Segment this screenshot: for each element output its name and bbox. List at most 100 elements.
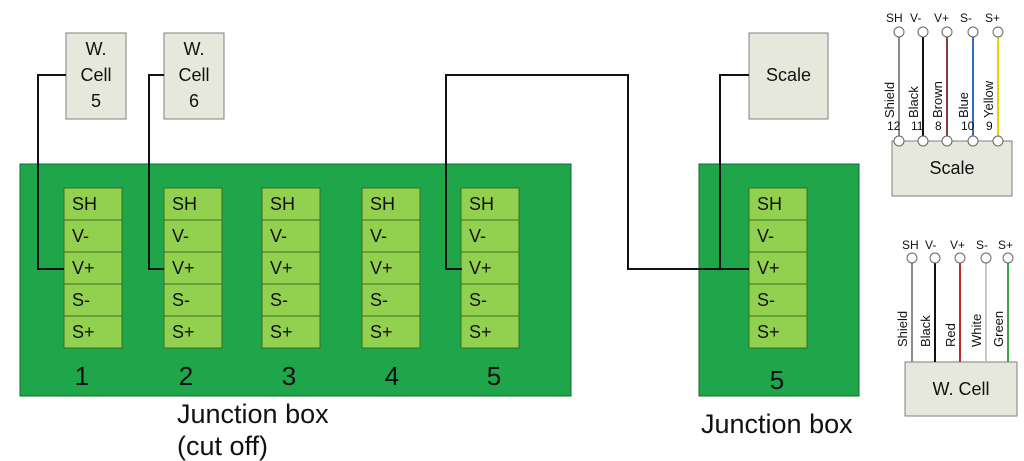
terminal-cell [63,219,123,253]
pin-circle [980,252,992,264]
scale-pin-abbr: V- [910,11,922,25]
label-layer: W. Cell 5 W. Cell 6 Scale SH V- V+ S- S+ SH V-… [72,11,1014,460]
terminal-label: S- [370,290,388,310]
terminal-cell [361,315,421,349]
wiring-diagram [19,26,1018,417]
terminal-label: V- [270,226,288,246]
terminal-cell [261,283,321,317]
scale-pin-number: 8 [935,119,942,133]
scale-wire-name: Yellow [981,80,996,118]
terminal-cell [748,187,808,221]
cell-wire-name: White [969,313,984,347]
terminal-label: V- [72,226,90,246]
terminal-label: SH [469,194,495,214]
pin-circle [917,26,929,38]
scale-wire-name: Shield [882,81,897,118]
cell-6-line-3: 6 [188,91,199,111]
cell-6-line-2: Cell [178,65,210,85]
legend-wires [893,26,1014,362]
terminal-label: S+ [72,322,95,342]
cell-legend-label: W. Cell [932,379,990,399]
cell-pin-abbr: S+ [998,238,1014,252]
terminal-label: V- [370,226,388,246]
cell-box-1 [65,32,127,120]
pin-circle [941,26,953,38]
terminal-label: SH [270,194,296,214]
terminal-label: S+ [172,322,195,342]
pin-circle [967,26,979,38]
terminal-label: SH [370,194,396,214]
terminal-label: V- [757,226,775,246]
scale-legend-label: Scale [929,158,975,178]
terminal-cell [748,283,808,317]
cell-pin-abbr: V- [925,238,937,252]
pin-circle [893,26,905,38]
terminal-cell [261,315,321,349]
scale-pin-abbr: SH [886,11,903,25]
pin-circle [967,135,979,147]
main-box-subtitle: (cut off) [177,431,269,461]
terminal-label: S- [757,290,775,310]
strip-number-2: 2 [178,361,194,391]
terminal-cell [63,315,123,349]
scale-pin-number: 9 [986,119,993,133]
scale-box [748,32,829,120]
terminal-label: V- [172,226,190,246]
cell-pin-abbr: V+ [950,238,966,252]
wire-cell-6 [148,74,164,270]
cell-wire-name: Shield [895,310,910,347]
terminal-label: SH [72,194,98,214]
terminal-label: V+ [172,258,195,278]
terminal-label: V+ [270,258,293,278]
terminal-label: S+ [757,322,780,342]
strip-number-5: 5 [486,361,502,391]
pin-circle [941,135,953,147]
terminal-label: S+ [469,322,492,342]
cell-wire-name: Green [991,310,1006,347]
cell-pin-abbr: S- [976,238,988,252]
terminal-strips [63,187,808,349]
terminal-cell [748,251,808,285]
terminal-label: S- [72,290,90,310]
strip-number-1: 1 [74,361,90,391]
terminal-cell [361,187,421,221]
pin-circle [954,252,966,264]
pin-circle [917,135,929,147]
terminal-cell [163,251,223,285]
scale-pin-abbr: V+ [934,11,950,25]
cell-6-line-1: W. [183,39,205,59]
strip-number-4: 4 [384,361,400,391]
pin-circle [992,26,1004,38]
scale-pin-number: 11 [911,119,924,133]
main-box-title: Junction box [177,399,329,429]
terminal-label: V+ [757,258,780,278]
scale-wire-name: Black [906,86,921,118]
wire-cell-5 [37,74,66,270]
scale-pin-abbr: S- [960,11,972,25]
terminal-cell [460,315,520,349]
cell-5-line-1: W. [85,39,107,59]
cell-legend-box [904,361,1018,417]
scale-wire-name: Blue [956,91,971,118]
terminal-label: S- [172,290,190,310]
terminal-cell [163,315,223,349]
terminal-cell [361,219,421,253]
terminal-label: S+ [370,322,393,342]
pin-circle [1002,252,1014,264]
terminal-cell [460,187,520,221]
terminal-label: V- [469,226,487,246]
cell-5-line-2: Cell [80,65,112,85]
second-box-number: 5 [769,365,785,395]
second-box-title: Junction box [701,409,853,439]
terminal-cell [261,219,321,253]
terminal-cell [361,283,421,317]
scale-wire-name: Brown [930,81,945,118]
terminal-label: V+ [72,258,95,278]
terminal-cell [748,219,808,253]
terminal-cell [748,315,808,349]
cell-pin-abbr: SH [902,238,919,252]
terminal-cell [163,187,223,221]
cell-5-line-3: 5 [90,91,101,111]
cell-wire-name: Red [943,323,958,347]
strip-number-3: 3 [281,361,297,391]
